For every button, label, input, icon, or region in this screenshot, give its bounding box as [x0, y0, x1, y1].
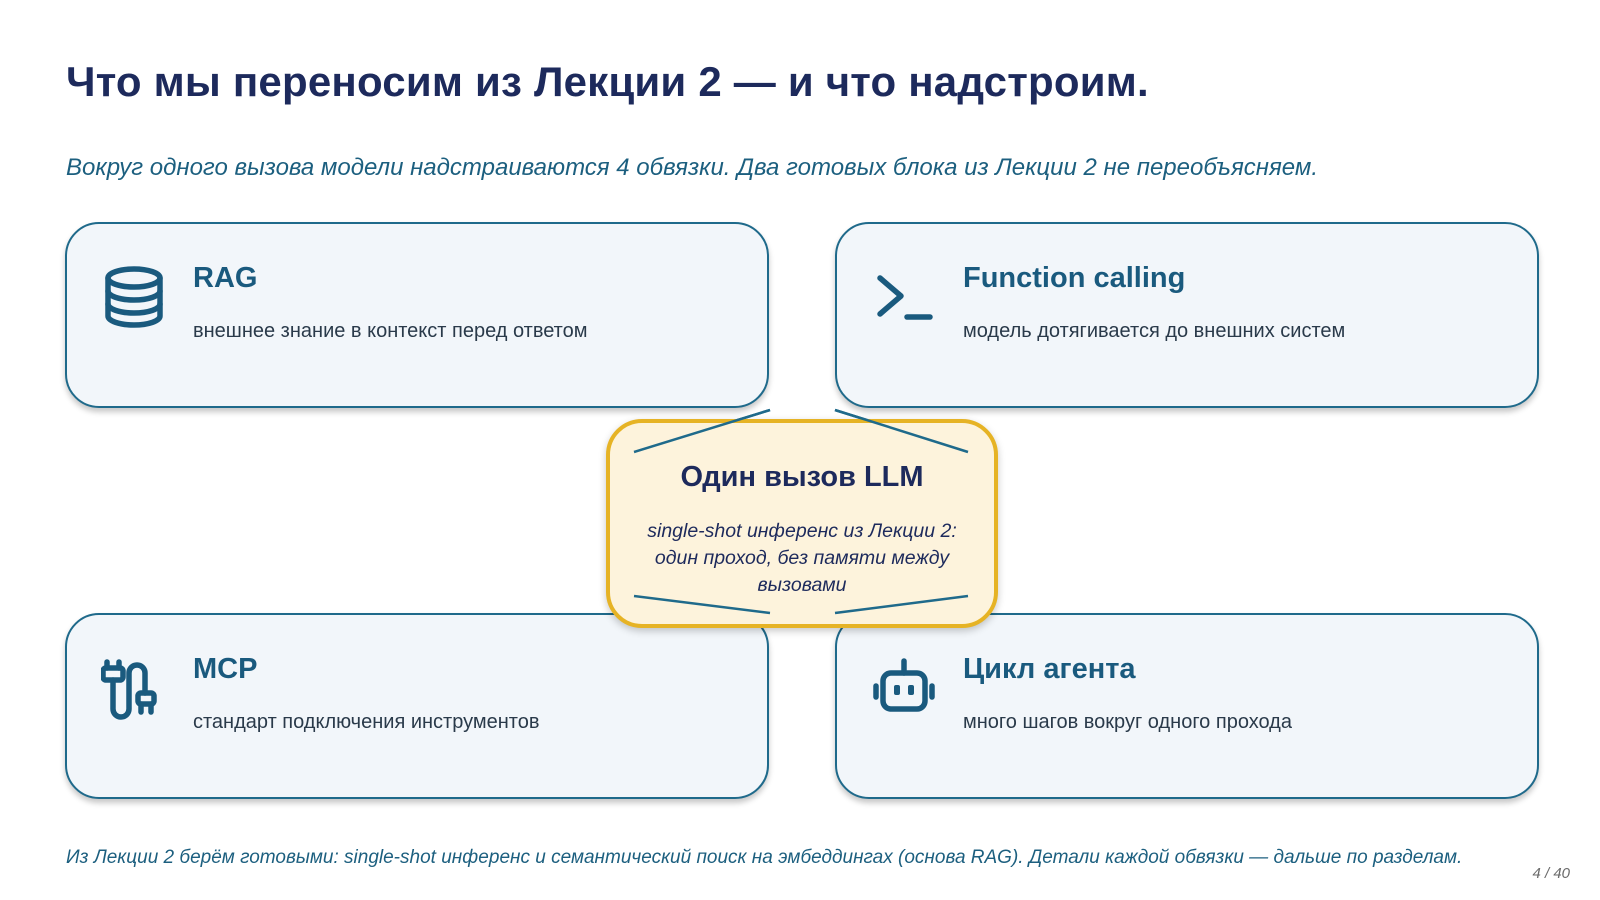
plug-icon [101, 655, 167, 721]
terminal-icon [871, 264, 937, 330]
card-rag: RAG внешнее знание в контекст перед отве… [65, 222, 769, 408]
robot-icon [871, 655, 937, 721]
card-title: RAG [193, 262, 258, 294]
card-title: Цикл агента [963, 653, 1136, 685]
page-number: 4 / 40 [1532, 865, 1570, 882]
card-description: стандарт подключения инструментов [193, 711, 540, 733]
center-llm-call-box: Один вызов LLM single-shot инференс из Л… [606, 419, 998, 628]
database-icon [101, 264, 167, 330]
slide-subtitle: Вокруг одного вызова модели надстраивают… [66, 154, 1318, 181]
center-title: Один вызов LLM [680, 461, 924, 493]
card-title: MCP [193, 653, 258, 685]
card-function-calling: Function calling модель дотягивается до … [835, 222, 1539, 408]
card-agent-loop: Цикл агента много шагов вокруг одного пр… [835, 613, 1539, 799]
card-title: Function calling [963, 262, 1186, 294]
card-description: модель дотягивается до внешних систем [963, 320, 1346, 342]
card-mcp: MCP стандарт подключения инструментов [65, 613, 769, 799]
footer-note: Из Лекции 2 берём готовыми: single-shot … [66, 847, 1463, 868]
card-description: внешнее знание в контекст перед ответом [193, 320, 588, 342]
center-description: single-shot инференс из Лекции 2: один п… [647, 520, 957, 596]
slide-title: Что мы переносим из Лекции 2 — и что над… [66, 58, 1149, 105]
card-description: много шагов вокруг одного прохода [963, 711, 1292, 733]
